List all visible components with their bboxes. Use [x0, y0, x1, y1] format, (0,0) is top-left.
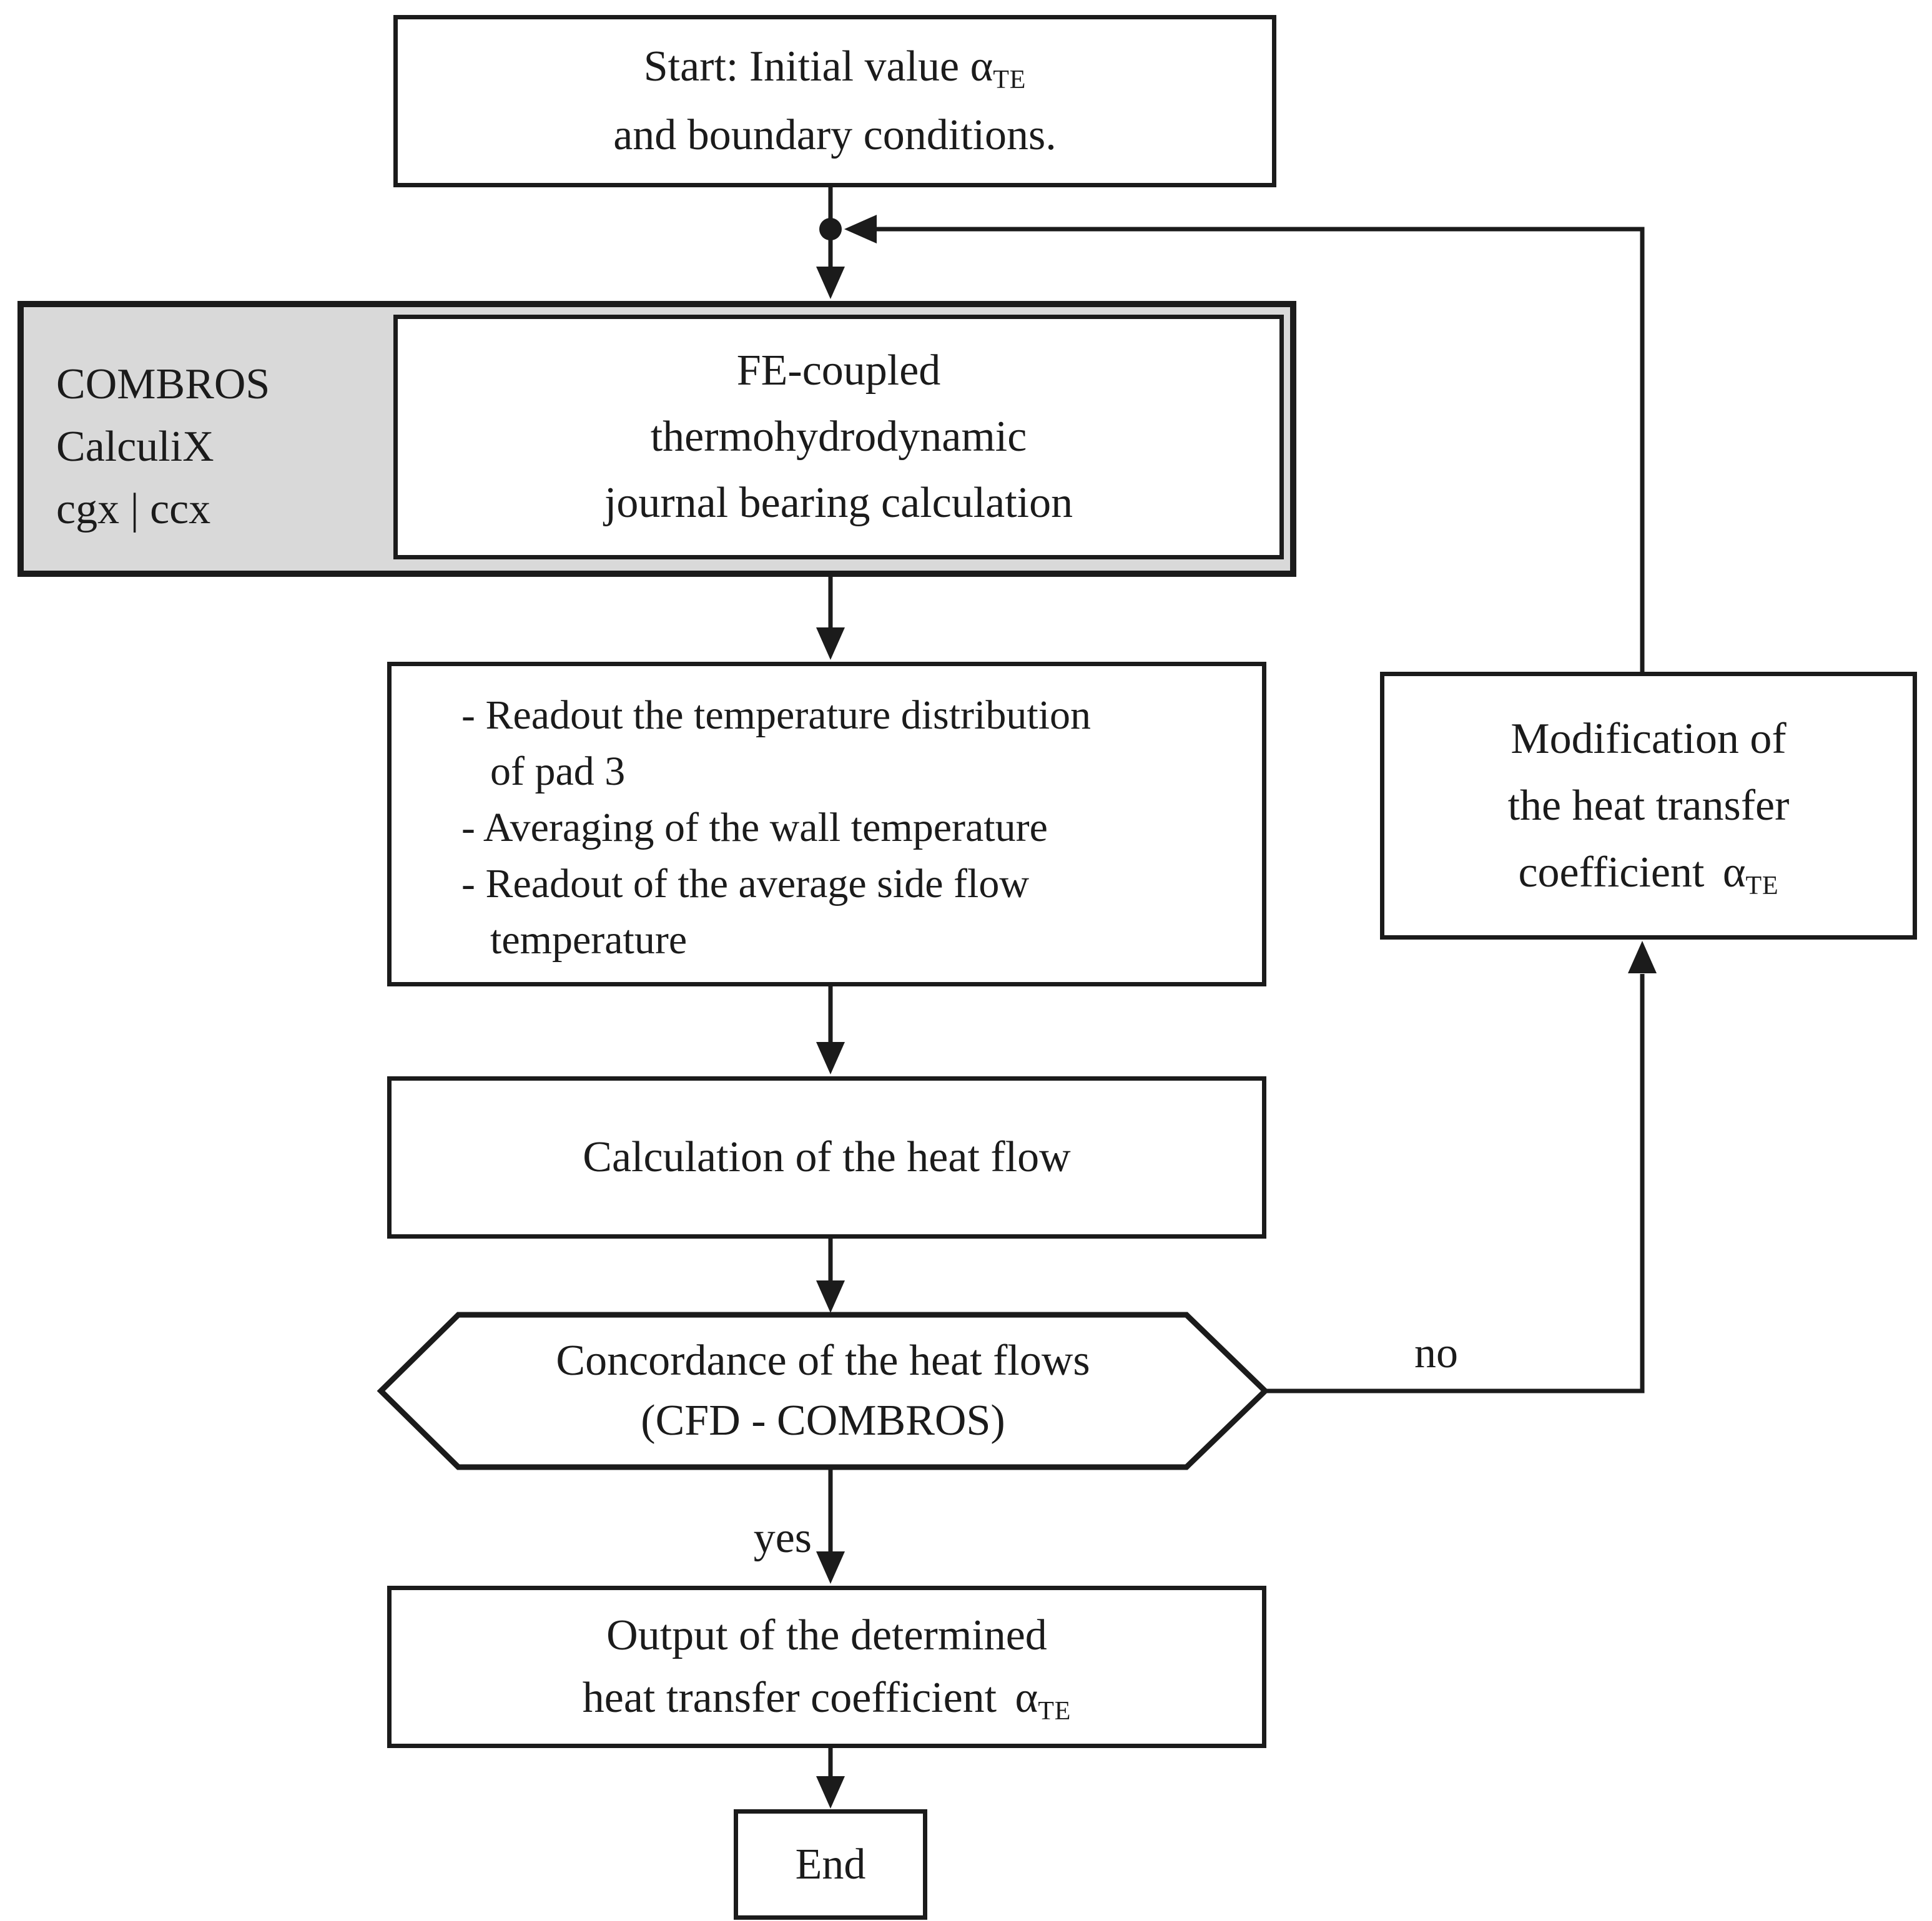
heat-flow-calculation-node: Calculation of the heat flow: [387, 1076, 1266, 1239]
alpha-subscript: TE: [1038, 1696, 1072, 1726]
start-line-1-text: Start: Initial value: [643, 42, 960, 91]
alpha-symbol: α: [1015, 1674, 1038, 1722]
alpha-symbol: α: [1722, 848, 1746, 897]
calc-line-1: Calculation of the heat flow: [583, 1133, 1071, 1181]
readout-line-2: of pad 3: [490, 749, 626, 794]
readout-line-3: - Averaging of the wall temperature: [461, 805, 1048, 850]
arrowhead-into-end: [816, 1776, 845, 1809]
modification-line-3: coefficient αTE: [1518, 839, 1778, 906]
start-line-2: and boundary conditions.: [613, 111, 1057, 159]
combros-group-label: COMBROS CalculiX cgx | ccx: [56, 353, 381, 541]
modification-line-3-text: coefficient: [1518, 848, 1705, 897]
yes-branch-label: yes: [753, 1514, 812, 1562]
end-node: End: [734, 1809, 927, 1920]
group-label-line-1: COMBROS: [56, 360, 270, 408]
decision-line-1: Concordance of the heat flows: [556, 1337, 1090, 1385]
readout-line-5: temperature: [490, 917, 688, 963]
modification-line-1: Modification of: [1511, 715, 1787, 763]
output-line-1: Output of the determined: [606, 1611, 1047, 1659]
readout-node: - Readout the temperature distribution o…: [387, 662, 1266, 986]
arrowhead-left-into-junction: [844, 215, 877, 243]
alpha-symbol: α: [970, 42, 993, 91]
alpha-subscript: TE: [1745, 871, 1779, 900]
decision-line-2: (CFD - COMBROS): [641, 1397, 1005, 1445]
modification-node: Modification of the heat transfer coeffi…: [1380, 672, 1917, 940]
decision-hexagon-shape: [377, 1312, 1269, 1470]
fe-calculation-node: FE-coupled thermohydrodynamic journal be…: [393, 315, 1284, 559]
alpha-subscript: TE: [993, 65, 1027, 94]
modification-line-2: the heat transfer: [1507, 782, 1790, 830]
no-branch-label: no: [1414, 1329, 1458, 1377]
output-line-2: heat transfer coefficient αTE: [583, 1667, 1071, 1729]
readout-line-4: - Readout of the average side flow: [461, 861, 1029, 906]
edge-feedback-to-junction: [874, 227, 1645, 672]
arrowhead-into-calc: [816, 1042, 845, 1074]
output-line-2-text: heat transfer coefficient: [582, 1674, 997, 1722]
decision-node: Concordance of the heat flows (CFD - COM…: [381, 1315, 1265, 1467]
readout-line-1: - Readout the temperature distribution: [461, 692, 1092, 738]
fe-line-3: journal bearing calculation: [604, 479, 1073, 527]
arrowhead-into-readout: [816, 627, 845, 660]
arrowhead-into-output: [816, 1551, 845, 1584]
arrowhead-into-decision: [816, 1280, 845, 1313]
arrowhead-into-group-box: [816, 267, 845, 299]
output-node: Output of the determined heat transfer c…: [387, 1586, 1266, 1748]
junction-dot: [819, 218, 842, 240]
edge-no-branch: [1265, 974, 1645, 1393]
group-label-line-3: cgx | ccx: [56, 485, 211, 533]
end-label: End: [795, 1840, 866, 1889]
fe-line-1: FE-coupled: [736, 346, 941, 395]
arrowhead-into-modification: [1628, 941, 1657, 973]
fe-line-2: thermohydrodynamic: [650, 413, 1027, 461]
group-label-line-2: CalculiX: [56, 423, 214, 471]
